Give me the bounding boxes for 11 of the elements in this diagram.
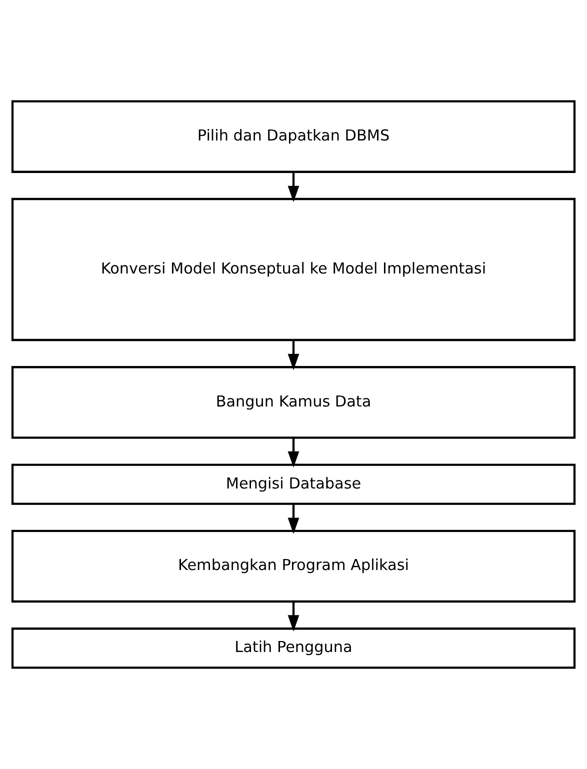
node-box: Bangun Kamus Data (11, 366, 576, 439)
arrow (288, 172, 300, 202)
node-box: Mengisi Database (11, 464, 576, 505)
arrow (288, 504, 300, 534)
arrow (288, 438, 300, 468)
arrow (288, 602, 300, 632)
node-box: Pilih dan Dapatkan DBMS (11, 100, 576, 173)
arrow (288, 340, 300, 370)
node-box: Kembangkan Program Aplikasi (11, 530, 576, 603)
node-box: Latih Pengguna (11, 628, 576, 669)
node-box: Konversi Model Konseptual ke Model Implementasi (11, 198, 576, 342)
